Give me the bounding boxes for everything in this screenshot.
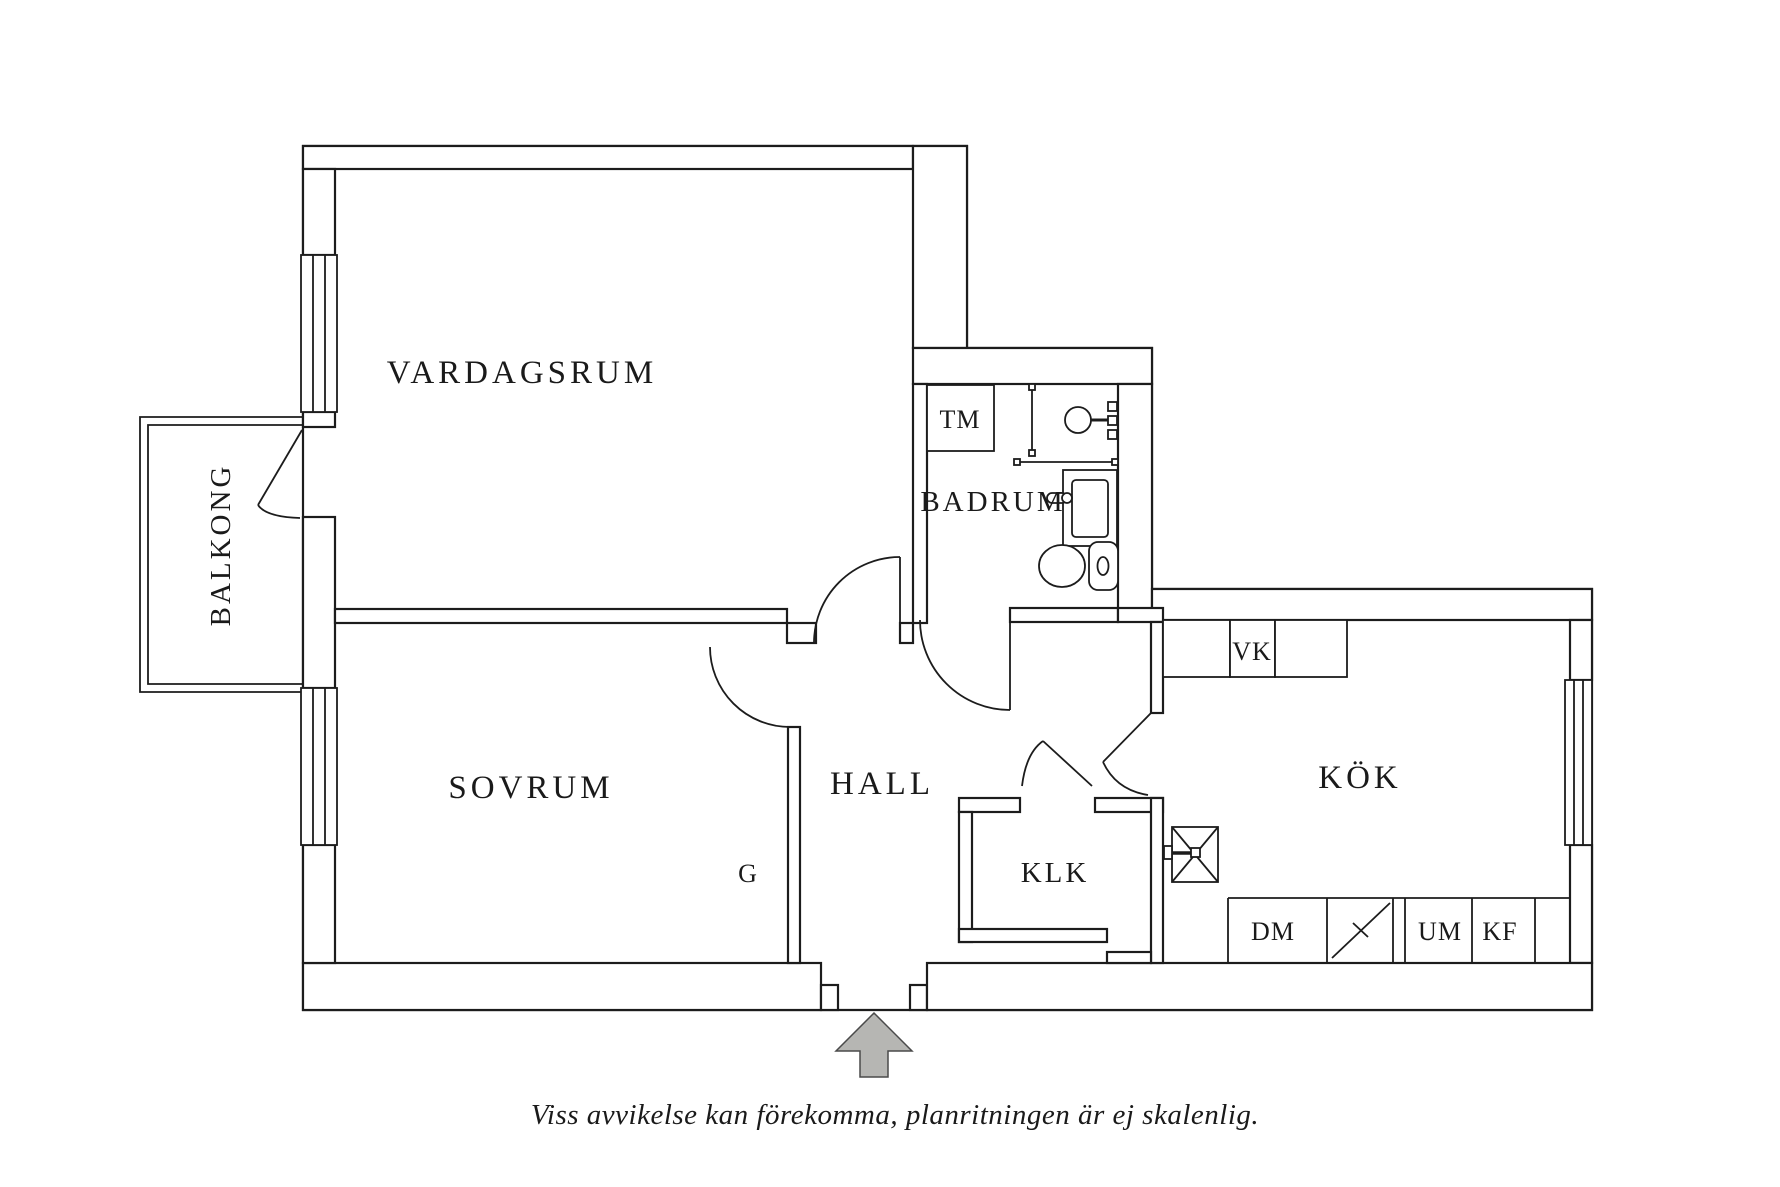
livingroom-window [300,254,338,413]
kitchen-sink-icon [1163,826,1219,883]
livingroom-door [813,556,901,644]
label-vk: VK [1232,637,1272,666]
kitchen-window [1564,679,1593,846]
balcony-door [257,429,303,519]
label-hall: HALL [830,766,934,802]
bathroom-door [919,619,1011,711]
washing-machine-box [926,384,995,452]
label-kf: KF [1482,917,1517,946]
label-kok: KÖK [1318,760,1402,796]
klk-door [1021,740,1093,787]
disclaimer-text: Viss avvikelse kan förekomma, planritnin… [531,1099,1259,1131]
label-dm: DM [1251,917,1295,946]
counter-row [1227,897,1570,963]
label-klk: KLK [1021,857,1090,889]
label-sovrum: SOVRUM [448,770,613,806]
sink-icon [1046,469,1118,547]
label-balkong: BALKONG [205,464,237,627]
label-g: G [738,859,758,888]
bedroom-door [709,646,791,728]
label-badrum: BADRUM [920,486,1065,518]
kitchen-door [1102,712,1152,796]
doors [257,429,1152,796]
kitchen-fixtures [1162,619,1570,963]
shower-icon [1064,401,1118,440]
label-tm: TM [940,405,981,434]
interior-walls [333,382,1165,965]
vk-box [1229,619,1276,678]
label-um: UM [1418,917,1462,946]
label-vardagsrum: VARDAGSRUM [387,355,657,391]
balcony-outline [139,416,303,693]
hob-icon [1331,902,1391,959]
labels: VARDAGSRUM BALKONG TM BADRUM SOVRUM HALL… [205,355,1517,1131]
bedroom-window [300,687,338,846]
entrance-arrow-icon [834,1011,914,1078]
windows [300,254,1593,846]
exterior-walls [301,144,1594,1012]
bathroom-fixtures [926,383,1119,591]
toilet-icon [1038,541,1119,591]
